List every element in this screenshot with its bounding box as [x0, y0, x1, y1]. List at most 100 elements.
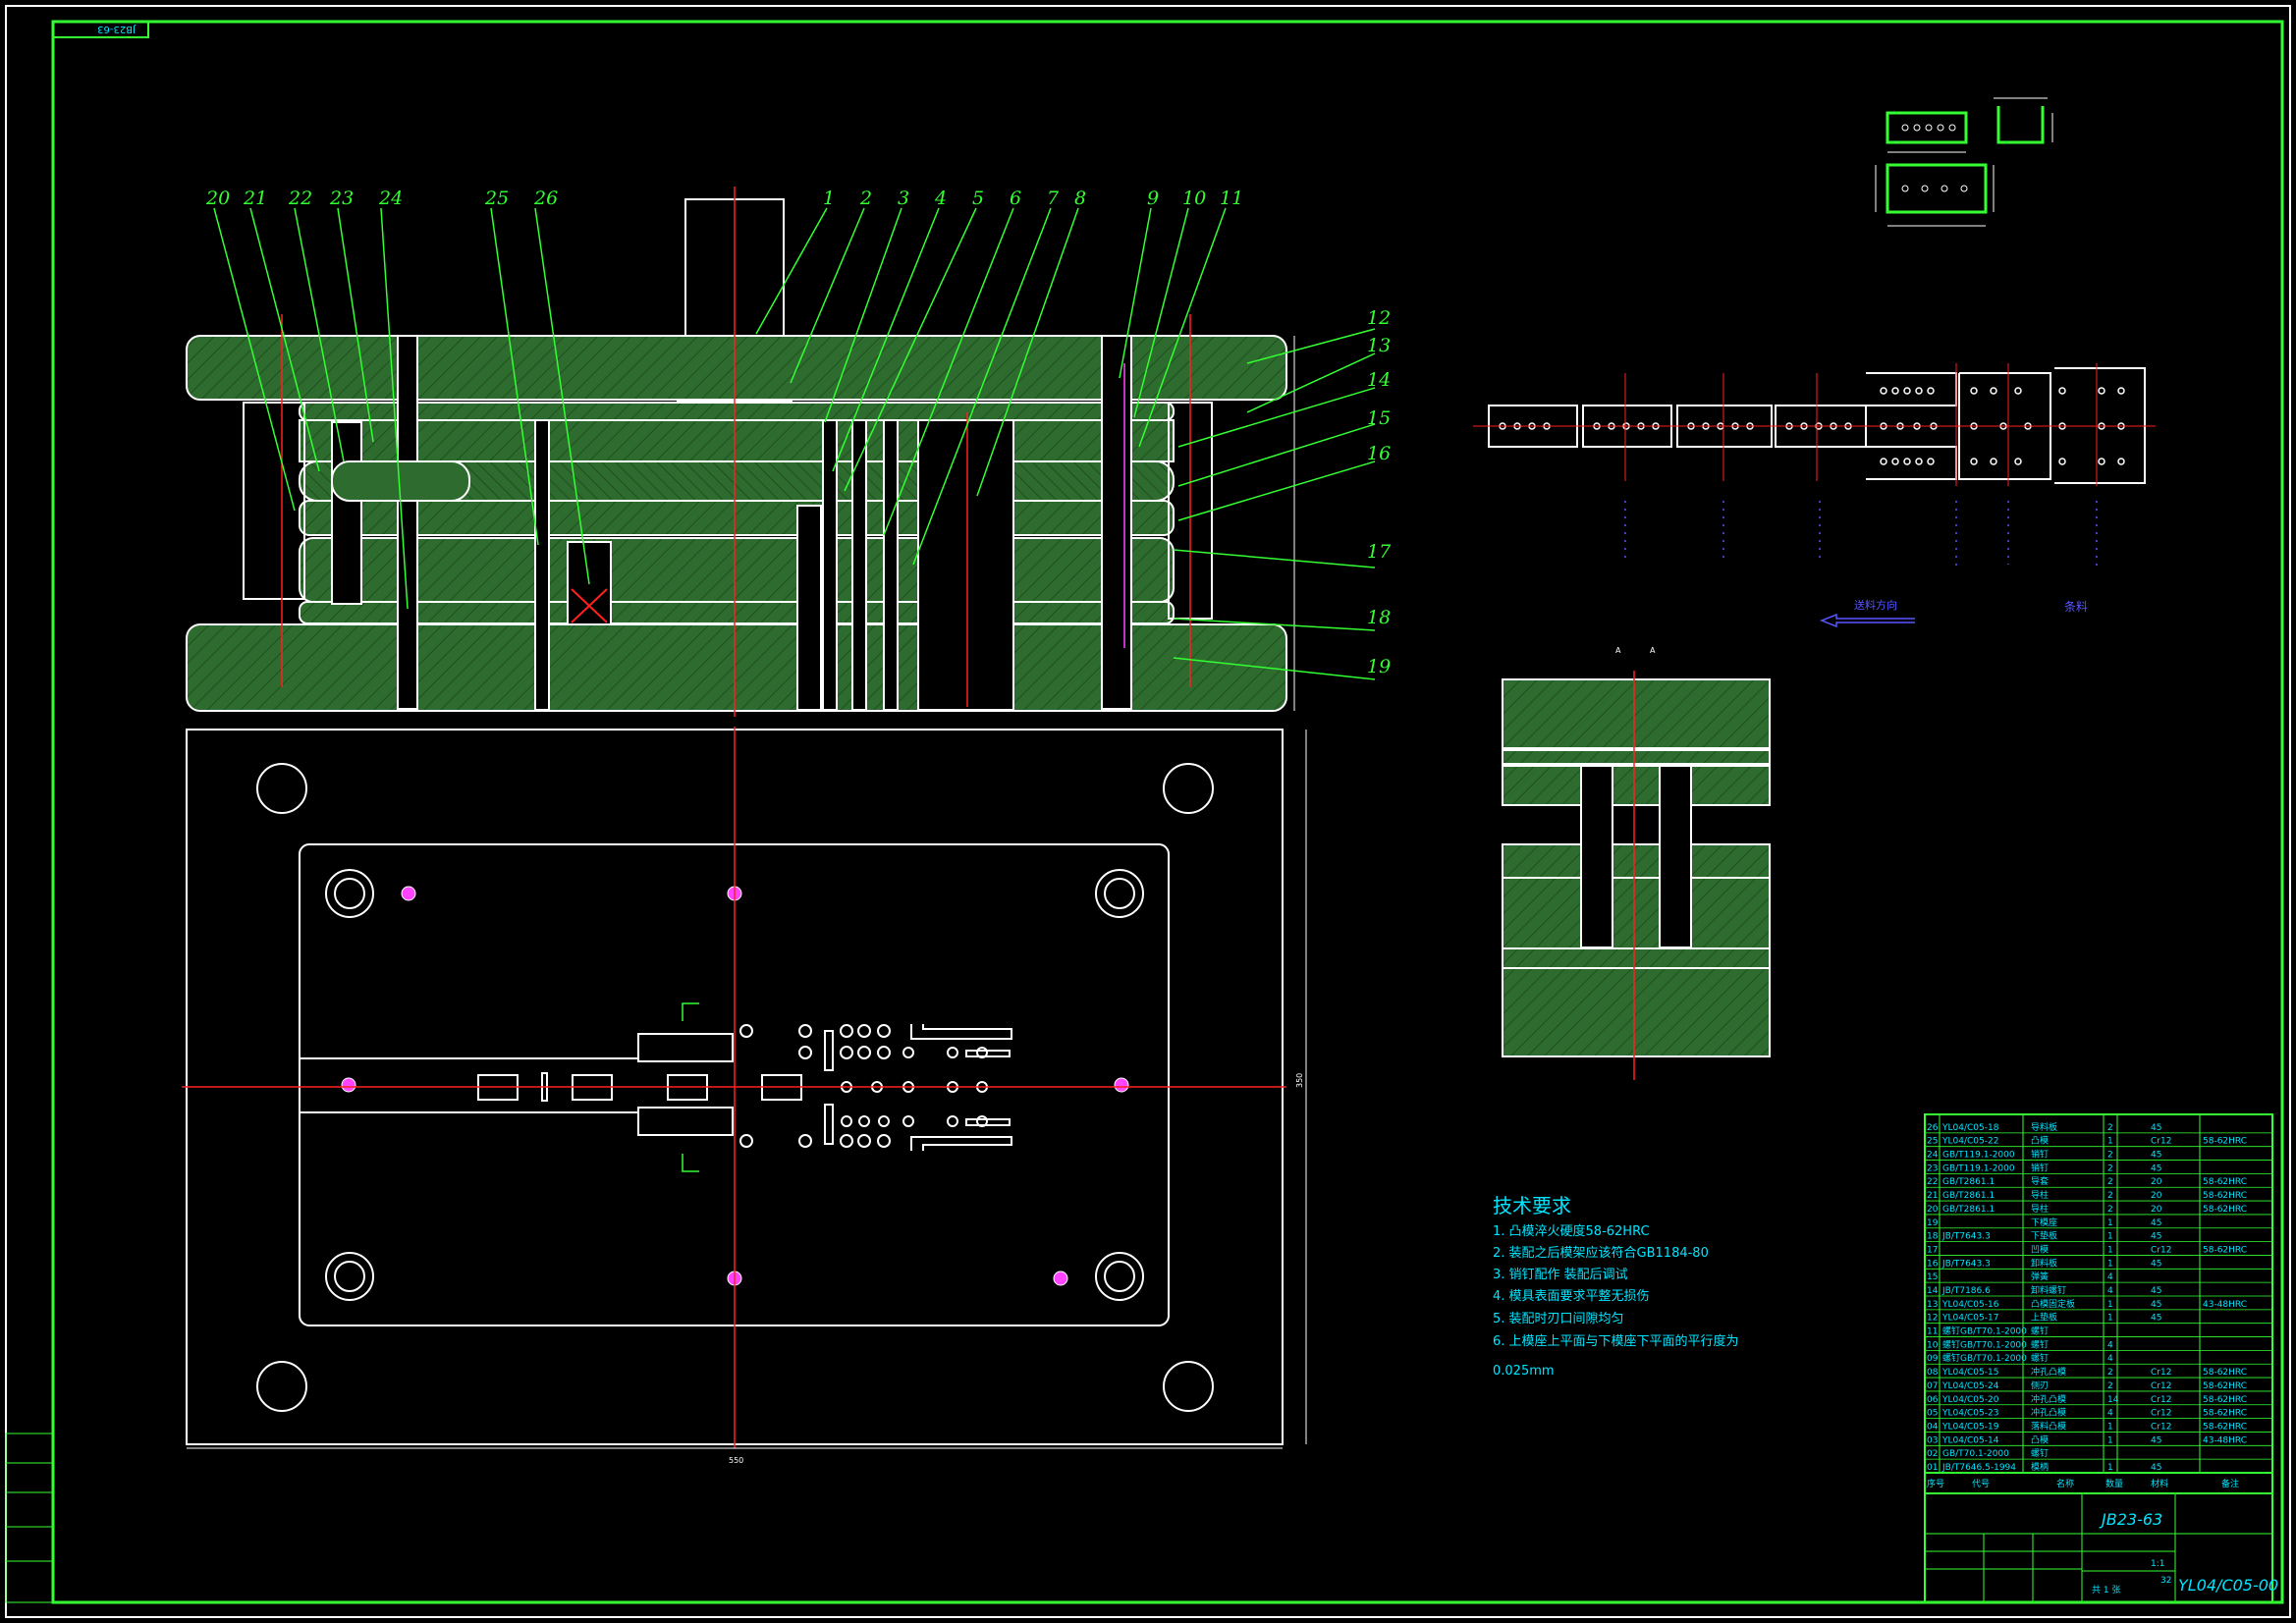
- bom-cell-mat: Cr12: [2151, 1395, 2171, 1405]
- bom-cell-no: 06: [1927, 1395, 1939, 1405]
- bom-cell-no: 14: [1927, 1286, 1939, 1296]
- drawing-number: YL04/C05-00: [2178, 1576, 2278, 1595]
- bom-cell-name: 卸料板: [2031, 1257, 2057, 1269]
- bom-cell-qty: 4: [2107, 1354, 2113, 1364]
- bom-cell-name: 导套: [2031, 1175, 2049, 1187]
- leader-3: 3: [898, 188, 909, 209]
- bom-cell-no: 01: [1927, 1463, 1938, 1473]
- bom-cell-no: 21: [1927, 1191, 1938, 1201]
- front-section-view: 1 2 3 4 5 6 7 8 9 10 11 12 13 14 15 16 1…: [186, 187, 1392, 717]
- leader-lines: [213, 207, 1376, 680]
- bom-cell-no: 16: [1927, 1259, 1939, 1269]
- bom-cell-mat: 45: [2151, 1123, 2161, 1133]
- bom-cell-mat: Cr12: [2151, 1381, 2171, 1391]
- bom-cell-mat: Cr12: [2151, 1245, 2171, 1255]
- bom-cell-mat: 20: [2151, 1191, 2162, 1201]
- bom-cell-no: 08: [1927, 1368, 1939, 1378]
- bom-cell-qty: 1: [2107, 1259, 2113, 1269]
- bom-cell-code: YL04/C05-15: [1941, 1368, 1998, 1378]
- leader-25: 25: [484, 188, 509, 209]
- notes-line-2: 2. 装配之后模架应该符合GB1184-80: [1493, 1245, 1709, 1261]
- bom-cell-name: 侧刃: [2031, 1380, 2049, 1391]
- bom-cell-name: 下垫板: [2031, 1230, 2057, 1242]
- bom-cell-mat: 45: [2151, 1463, 2161, 1473]
- bom-cell-name: 销钉: [2031, 1162, 2049, 1173]
- bom-cell-no: 03: [1927, 1435, 1938, 1445]
- feed-arrow: [1819, 613, 1915, 628]
- bom-cell-no: 12: [1927, 1314, 1938, 1324]
- leader-22: 22: [288, 188, 312, 209]
- bom-cell-no: 22: [1927, 1177, 1938, 1187]
- notes-line-1: 1. 凸模淬火硬度58-62HRC: [1493, 1223, 1650, 1239]
- bom-cell-mat: 45: [2151, 1163, 2161, 1173]
- bom-cell-qty: 2: [2107, 1381, 2113, 1391]
- bom-cell-note: 43-48HRC: [2203, 1300, 2247, 1310]
- bom-cell-mat: 20: [2151, 1205, 2162, 1215]
- bom-cell-name: 冲孔凸模: [2031, 1407, 2066, 1419]
- bom-cell-name: 冲孔凸模: [2031, 1393, 2066, 1405]
- leader-24: 24: [378, 188, 403, 209]
- bom-cell-note: 58-62HRC: [2203, 1137, 2247, 1147]
- bom-cell-no: 25: [1927, 1137, 1938, 1147]
- bom-cell-code: GB/T119.1-2000: [1942, 1151, 2015, 1161]
- bom-cell-no: 05: [1927, 1409, 1938, 1419]
- bom-cell-note: 58-62HRC: [2203, 1177, 2247, 1187]
- bom-cell-mat: 45: [2151, 1232, 2161, 1242]
- bom-cell-qty: 2: [2107, 1191, 2113, 1201]
- part-detail: [1875, 97, 2053, 227]
- bom-cell-qty: 1: [2107, 1422, 2113, 1432]
- bom-cell-code: YL04/C05-23: [1941, 1409, 1998, 1419]
- bom-cell-no: 24: [1927, 1151, 1939, 1161]
- bom-cell-mat: Cr12: [2151, 1409, 2171, 1419]
- bom-cell-name: 下模座: [2031, 1217, 2057, 1228]
- bom-header: 序号 代号 名称 数量 材料 备注: [1927, 1478, 2239, 1489]
- bom-cell-qty: 14: [2107, 1395, 2119, 1405]
- bom-cell-code: YL04/C05-19: [1941, 1422, 1999, 1432]
- bom-cell-name: 导柱: [2031, 1203, 2049, 1215]
- leader-15: 15: [1367, 407, 1391, 429]
- bom-cell-mat: 45: [2151, 1259, 2161, 1269]
- technical-requirements: 技术要求 1. 凸模淬火硬度58-62HRC 2. 装配之后模架应该符合GB11…: [1493, 1194, 1739, 1379]
- notes-title: 技术要求: [1493, 1194, 1571, 1217]
- title-block: JB23-63 YL04/C05-00 1:1 共 1 张 32: [1924, 1492, 2278, 1603]
- bom-cell-code: YL04/C05-17: [1941, 1314, 1998, 1324]
- leader-1: 1: [823, 188, 835, 209]
- bom-cell-note: 58-62HRC: [2203, 1395, 2247, 1405]
- section-a-a: A A: [1502, 646, 1771, 1080]
- bom-cell-mat: 45: [2151, 1300, 2161, 1310]
- bom-cell-no: 26: [1927, 1123, 1939, 1133]
- bom-cell-mat: 20: [2151, 1177, 2162, 1187]
- bom-cell-qty: 1: [2107, 1314, 2113, 1324]
- bom-cell-name: 落料凸模: [2031, 1420, 2066, 1432]
- notes-line-3: 3. 销钉配作 装配后调试: [1493, 1268, 1628, 1282]
- bom-cell-qty: 1: [2107, 1245, 2113, 1255]
- bom-cell-name: 冲孔凸模: [2031, 1366, 2066, 1378]
- quantity: 32: [2160, 1576, 2171, 1586]
- guide-holes: [256, 763, 1214, 1412]
- bom-cell-code: YL04/C05-22: [1941, 1137, 1998, 1147]
- title-block-standard: JB23-63: [2099, 1510, 2162, 1529]
- bom-cell-name: 凹模: [2031, 1244, 2049, 1255]
- leader-6: 6: [1010, 188, 1021, 209]
- bom-cell-no: 07: [1927, 1381, 1938, 1391]
- leader-9: 9: [1147, 188, 1159, 209]
- feed-direction-label: 送料方向: [1854, 598, 1897, 612]
- bom-cell-no: 02: [1927, 1449, 1938, 1459]
- notes-line-4: 4. 模具表面要求平整无损伤: [1493, 1289, 1650, 1304]
- bom-cell-no: 19: [1927, 1218, 1939, 1228]
- punch-holes: [739, 1024, 988, 1148]
- bom-cell-code: JB/T7643.3: [1941, 1259, 1991, 1269]
- drawing-frame: JB23-63: [5, 5, 2291, 1618]
- bom-header-name: 名称: [2056, 1478, 2074, 1489]
- leader-4: 4: [934, 188, 947, 209]
- notes-line-6: 6. 上模座上平面与下模座下平面的平行度为: [1493, 1333, 1739, 1349]
- leader-14: 14: [1367, 369, 1391, 391]
- plan-view: 550 350: [182, 727, 1307, 1465]
- bom-cell-name: 弹簧: [2031, 1271, 2049, 1282]
- leader-20: 20: [205, 188, 230, 209]
- bom-cell-code: GB/T2861.1: [1942, 1191, 1995, 1201]
- bom-cell-name: 螺钉: [2031, 1326, 2049, 1337]
- leader-21: 21: [243, 188, 267, 209]
